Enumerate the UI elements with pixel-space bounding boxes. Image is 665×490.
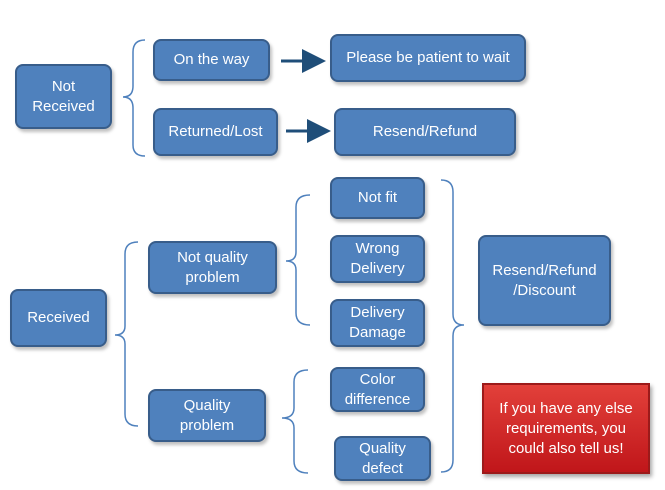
node-label: Received <box>27 309 90 326</box>
node-quality-defect: Quality defect <box>334 436 431 481</box>
node-label: Quality defect <box>359 439 406 477</box>
node-label: Quality problem <box>179 396 235 434</box>
node-label: Wrong Delivery <box>350 240 405 277</box>
note-text: If you have any else requirements, you c… <box>499 399 633 457</box>
node-label: Not Received <box>32 77 95 115</box>
node-label: Resend/Refund <box>372 123 478 140</box>
node-returned-lost: Returned/Lost <box>153 108 278 156</box>
node-please-wait: Please be patient to wait <box>330 34 526 82</box>
brace-not-received <box>122 39 146 157</box>
node-resend-refund: Resend/Refund <box>334 108 516 156</box>
brace-received <box>114 241 139 427</box>
node-color-difference: Color difference <box>330 367 425 412</box>
node-on-the-way: On the way <box>153 39 270 81</box>
node-label: Returned/Lost <box>168 123 263 140</box>
node-label: Resend/Refund /Discount <box>492 261 597 299</box>
node-received: Received <box>10 289 107 347</box>
node-label: Please be patient to wait <box>346 49 510 66</box>
brace-quality <box>281 369 309 474</box>
node-label: Not quality problem <box>177 248 248 286</box>
node-label: Color difference <box>344 370 411 408</box>
node-not-received: Not Received <box>15 64 112 129</box>
node-delivery-damage: Delivery Damage <box>330 299 425 347</box>
node-label: On the way <box>173 51 250 68</box>
node-not-fit: Not fit <box>330 177 425 219</box>
node-resend-refund-discount: Resend/Refund /Discount <box>478 235 611 326</box>
brace-outcome <box>440 179 465 473</box>
note-callout: If you have any else requirements, you c… <box>482 383 650 474</box>
node-label: Not fit <box>357 189 398 206</box>
node-label: Delivery Damage <box>349 304 406 341</box>
node-wrong-delivery: Wrong Delivery <box>330 235 425 283</box>
node-not-quality-problem: Not quality problem <box>148 241 277 294</box>
node-quality-problem: Quality problem <box>148 389 266 442</box>
brace-not-quality <box>285 194 311 326</box>
